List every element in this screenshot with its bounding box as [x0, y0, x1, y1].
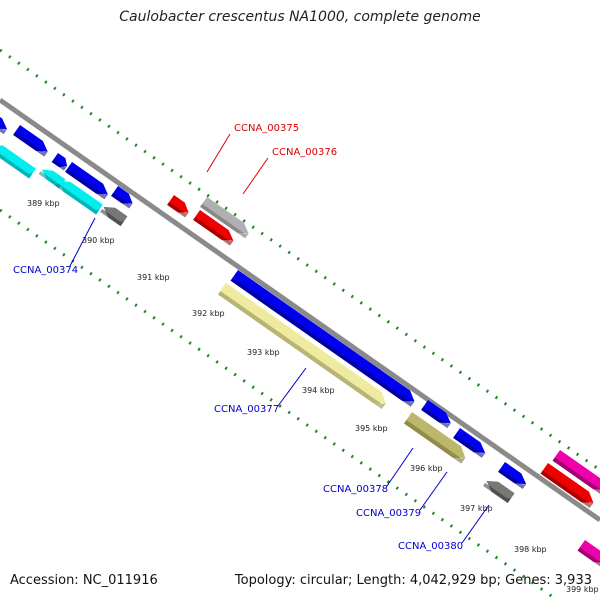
gene-left-top-b — [13, 125, 48, 157]
gene-ccna-00375 — [167, 195, 189, 218]
leader-line-1 — [242, 157, 269, 195]
gene-magenta-top-shadow — [552, 457, 600, 496]
gene-dark-gray-left — [100, 206, 128, 227]
leader-line-5 — [419, 471, 448, 511]
gene-ccna-00377 — [217, 283, 386, 410]
gene-left-top-a-body — [0, 110, 8, 130]
gene-magenta-top-body — [552, 450, 600, 490]
gene-ccna-00376-gray-shadow — [200, 203, 249, 239]
gene-cyan-c-shadow — [55, 182, 100, 215]
gene-cyan-a — [0, 144, 36, 179]
gene-blue-right — [498, 462, 527, 490]
scale-label-3: 392 kbp — [192, 309, 225, 318]
gene-label-3: CCNA_00377 — [214, 404, 279, 415]
gene-features-layer — [0, 110, 600, 568]
map-title: Caulobacter crescentus NA1000, complete … — [119, 9, 481, 25]
gene-khaki-dark — [403, 412, 466, 464]
gene-khaki-dark-body — [403, 412, 466, 458]
gene-blue-short-shadow — [111, 192, 133, 209]
leader-line-3 — [277, 367, 307, 407]
gene-ccna-00377-shadow — [217, 291, 386, 410]
gene-ccna-00380-shadow — [483, 482, 512, 504]
scale-label-1: 390 kbp — [82, 236, 115, 245]
gene-red-arrow — [193, 210, 234, 246]
gene-cyan-a-shadow — [0, 146, 33, 179]
gene-dark-gray-left-body — [103, 206, 128, 227]
gene-blue-mid-shadow — [65, 168, 108, 200]
gene-ccna-00377-blue-shadow — [230, 277, 415, 407]
gene-label-5: CCNA_00379 — [356, 508, 421, 519]
leader-line-2 — [69, 217, 96, 267]
gene-blue-short — [111, 186, 133, 209]
gene-magenta-low-body — [577, 540, 600, 563]
scale-label-7: 396 kbp — [410, 464, 443, 473]
gene-blue-right-shadow — [498, 468, 527, 490]
genome-backbone — [0, 97, 600, 523]
gene-dark-gray-left-shadow — [100, 208, 125, 227]
scale-label-4: 393 kbp — [247, 348, 280, 357]
leader-line-0 — [206, 133, 231, 173]
scale-label-6: 395 kbp — [355, 424, 388, 433]
gene-left-top-b-body — [13, 125, 48, 152]
gene-blue-right-body — [498, 462, 527, 485]
gene-left-top-b-shadow — [13, 131, 48, 157]
dotted-track-layer — [0, 48, 600, 600]
gene-labels-layer: CCNA_00375CCNA_00376CCNA_00374CCNA_00377… — [13, 123, 490, 552]
gene-magenta-low — [577, 540, 600, 568]
gene-magenta-low-shadow — [577, 547, 600, 568]
gene-cyan-b-body — [41, 169, 66, 189]
gene-red-arrow-body — [193, 210, 234, 241]
gene-ccna-00375-shadow — [167, 201, 189, 218]
gene-left-top-a-shadow — [0, 116, 8, 135]
gene-blue-mid — [65, 162, 108, 200]
gene-cyan-a-body — [0, 144, 36, 179]
gene-ccna-00379-blue-body — [453, 428, 486, 453]
gene-red-right-body — [540, 463, 594, 503]
scale-label-8: 397 kbp — [460, 504, 493, 513]
scale-label-5: 394 kbp — [302, 386, 335, 395]
leader-line-4 — [386, 447, 414, 487]
gene-ccna-00376-gray-body — [200, 197, 249, 234]
gene-blue-mid-body — [65, 162, 108, 195]
gene-small-blue-shadow — [51, 159, 68, 171]
gene-ccna-00378-blue — [421, 400, 451, 429]
gene-ccna-00380 — [483, 480, 515, 504]
gene-red-right-shadow — [540, 470, 594, 509]
gene-ccna-00377-body — [217, 283, 386, 404]
gene-label-4: CCNA_00378 — [323, 484, 388, 495]
gene-left-top-a — [0, 110, 8, 135]
gene-ccna-00379-blue — [453, 428, 486, 458]
gene-label-1: CCNA_00376 — [272, 147, 337, 158]
gene-ccna-00380-body — [486, 480, 515, 504]
gene-label-6: CCNA_00380 — [398, 541, 463, 552]
gene-red-arrow-shadow — [193, 216, 234, 246]
scale-label-9: 398 kbp — [514, 545, 547, 554]
gene-ccna-00379-blue-shadow — [453, 434, 486, 458]
accession-text: Accession: NC_011916 — [10, 573, 158, 588]
inner-dotted-track — [0, 208, 560, 600]
gene-khaki-dark-shadow — [403, 420, 466, 464]
gene-magenta-top — [552, 450, 600, 496]
gene-ccna-00377-blue-body — [230, 270, 415, 402]
genome-summary-text: Topology: circular; Length: 4,042,929 bp… — [234, 573, 592, 588]
gene-label-0: CCNA_00375 — [234, 123, 299, 134]
scale-label-2: 391 kbp — [137, 273, 170, 282]
gene-ccna-00376-gray — [200, 197, 249, 239]
gene-label-2: CCNA_00374 — [13, 265, 78, 276]
gene-ccna-00378-blue-shadow — [421, 406, 451, 429]
scale-labels-layer: 389 kbp 390 kbp 391 kbp 392 kbp 393 kbp 394 k… — [27, 199, 599, 594]
outer-dotted-track — [0, 48, 600, 472]
gene-ccna-00377-blue — [230, 270, 415, 407]
scale-label-0: 389 kbp — [27, 199, 60, 208]
gene-cyan-c-body — [58, 180, 103, 215]
gene-ccna-00378-blue-body — [421, 400, 451, 424]
scale-label-10: 399 kbp — [566, 585, 599, 594]
gene-cyan-c — [55, 180, 103, 215]
gene-red-right — [540, 463, 594, 509]
leader-line-6 — [461, 504, 490, 544]
gene-small-blue — [51, 153, 68, 171]
